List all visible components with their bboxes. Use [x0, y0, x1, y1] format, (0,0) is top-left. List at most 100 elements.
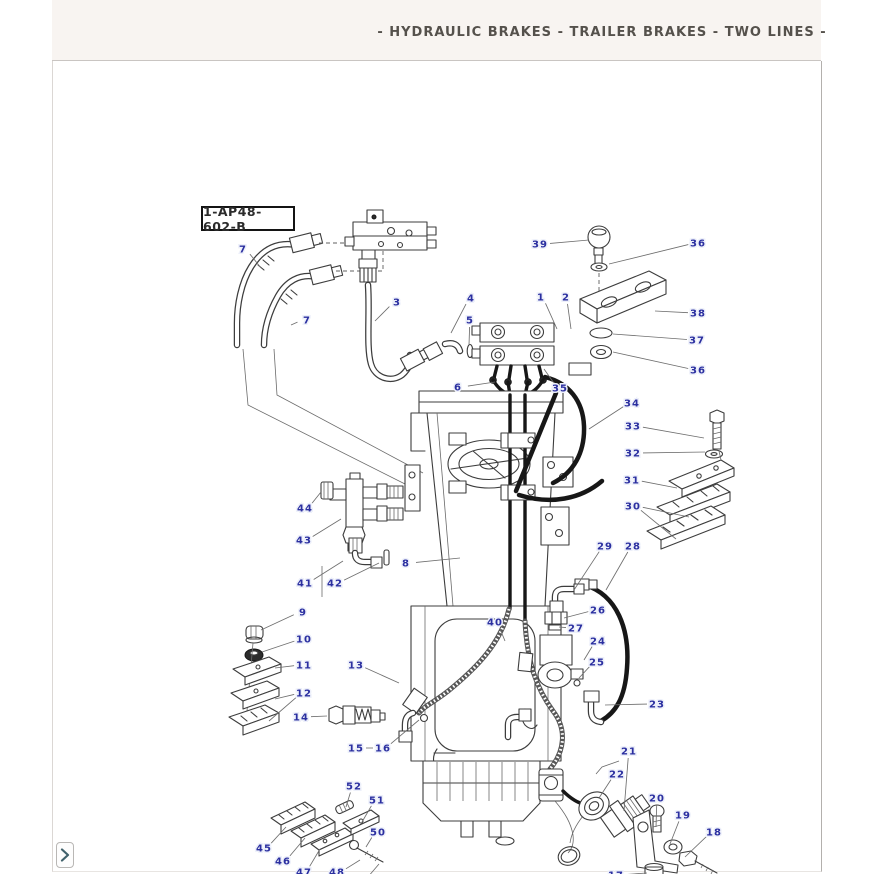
callout-5[interactable]: 5: [464, 314, 474, 328]
callout-14[interactable]: 14: [291, 711, 309, 725]
leader-line-49: [369, 863, 380, 874]
leader-line-38: [654, 310, 689, 314]
callout-46[interactable]: 46: [273, 855, 291, 869]
leader-line-27: [558, 626, 567, 629]
callout-41[interactable]: 41: [295, 577, 313, 591]
callout-40[interactable]: 40: [485, 616, 503, 630]
grommet-stack-art: [228, 625, 386, 736]
callout-2[interactable]: 2: [560, 291, 570, 305]
hose-7-art: [233, 232, 344, 349]
callout-33[interactable]: 33: [623, 420, 641, 434]
callout-48[interactable]: 48: [327, 866, 345, 874]
leader-line-5: [468, 326, 471, 346]
callout-layer: 1234567789101112131415161718192021222324…: [237, 237, 722, 874]
callout-9[interactable]: 9: [297, 606, 307, 620]
callout-45[interactable]: 45: [254, 842, 272, 856]
callout-32[interactable]: 32: [623, 447, 641, 461]
leader-line-20: [655, 804, 658, 828]
callout-15[interactable]: 15: [346, 742, 364, 756]
callout-21[interactable]: 21: [619, 745, 637, 759]
callout-7[interactable]: 7: [237, 243, 247, 257]
next-page-button[interactable]: [56, 842, 74, 868]
leader-line-45: [270, 826, 287, 844]
callout-17[interactable]: 17: [606, 869, 624, 874]
callout-8[interactable]: 8: [400, 557, 410, 571]
clamp-left-art: [270, 800, 384, 863]
leader-line-1: [545, 303, 558, 330]
coupler-art: [569, 760, 718, 874]
leader-line-25: [578, 666, 590, 679]
callout-18[interactable]: 18: [704, 826, 722, 840]
callout-19[interactable]: 19: [673, 809, 691, 823]
callout-25[interactable]: 25: [587, 656, 605, 670]
leader-line-41: [313, 560, 344, 580]
pipe-34-art: [513, 362, 605, 503]
callout-7[interactable]: 7: [301, 314, 311, 328]
callout-35[interactable]: 35: [550, 382, 568, 396]
leader-line-4: [450, 303, 467, 334]
callout-16[interactable]: 16: [373, 742, 391, 756]
callout-11[interactable]: 11: [294, 659, 312, 673]
leader-line-40: [499, 628, 506, 642]
callout-39[interactable]: 39: [530, 238, 548, 252]
leader-line-42: [343, 562, 380, 581]
leader-line-6: [467, 381, 496, 387]
callout-38[interactable]: 38: [688, 307, 706, 321]
leader-line-33: [642, 426, 705, 439]
leader-line-9: [260, 614, 294, 631]
callout-30[interactable]: 30: [623, 500, 641, 514]
leader-line-37: [612, 333, 688, 340]
callout-4[interactable]: 4: [465, 292, 475, 306]
callout-51[interactable]: 51: [367, 794, 385, 808]
callout-44[interactable]: 44: [295, 502, 313, 516]
leader-line-36: [608, 244, 689, 265]
drawing-reference-label: 1-AP48-602-B: [201, 204, 295, 234]
callout-22[interactable]: 22: [607, 768, 625, 782]
callout-13[interactable]: 13: [346, 659, 364, 673]
leader-line-23: [604, 703, 648, 706]
callout-50[interactable]: 50: [368, 826, 386, 840]
leader-line-44: [311, 491, 322, 504]
leader-line-47: [309, 848, 321, 867]
leader-line-48: [345, 859, 361, 870]
callout-36[interactable]: 36: [688, 364, 706, 378]
callout-24[interactable]: 24: [588, 635, 606, 649]
callout-26[interactable]: 26: [588, 604, 606, 618]
leader-line-51: [361, 805, 372, 823]
callout-23[interactable]: 23: [647, 698, 665, 712]
callout-10[interactable]: 10: [294, 633, 312, 647]
callout-52[interactable]: 52: [344, 780, 362, 794]
right-cluster-art: [537, 583, 585, 689]
leader-line-13: [365, 667, 400, 684]
leader-line-21: [623, 757, 629, 812]
callout-12[interactable]: 12: [294, 687, 312, 701]
leader-line-36: [612, 351, 689, 369]
diagram-art: [228, 209, 735, 874]
braided-hose-a-art: [366, 606, 512, 749]
callout-43[interactable]: 43: [294, 534, 312, 548]
leader-line-39: [549, 239, 590, 244]
callout-47[interactable]: 47: [294, 866, 312, 874]
callout-1[interactable]: 1: [535, 291, 545, 305]
page-title: - HYDRAULIC BRAKES - TRAILER BRAKES - TW…: [377, 25, 827, 40]
leader-line-11: [274, 665, 295, 669]
callout-34[interactable]: 34: [622, 397, 640, 411]
chevron-right-icon: [60, 848, 70, 862]
callout-6[interactable]: 6: [452, 381, 462, 395]
callout-3[interactable]: 3: [391, 296, 401, 310]
callout-20[interactable]: 20: [647, 792, 665, 806]
callout-36[interactable]: 36: [688, 237, 706, 251]
callout-37[interactable]: 37: [687, 334, 705, 348]
callout-42[interactable]: 42: [325, 577, 343, 591]
callout-31[interactable]: 31: [622, 474, 640, 488]
callout-29[interactable]: 29: [595, 540, 613, 554]
leader-line-43: [312, 518, 342, 537]
callout-27[interactable]: 27: [566, 622, 584, 636]
callout-28[interactable]: 28: [623, 540, 641, 554]
hose-3-art: [364, 281, 474, 382]
exploded-parts-diagram: 1234567789101112131415161718192021222324…: [228, 209, 735, 874]
leader-line-22: [598, 779, 612, 799]
leader-line-8: [415, 557, 461, 563]
leader-line-35: [543, 368, 554, 383]
